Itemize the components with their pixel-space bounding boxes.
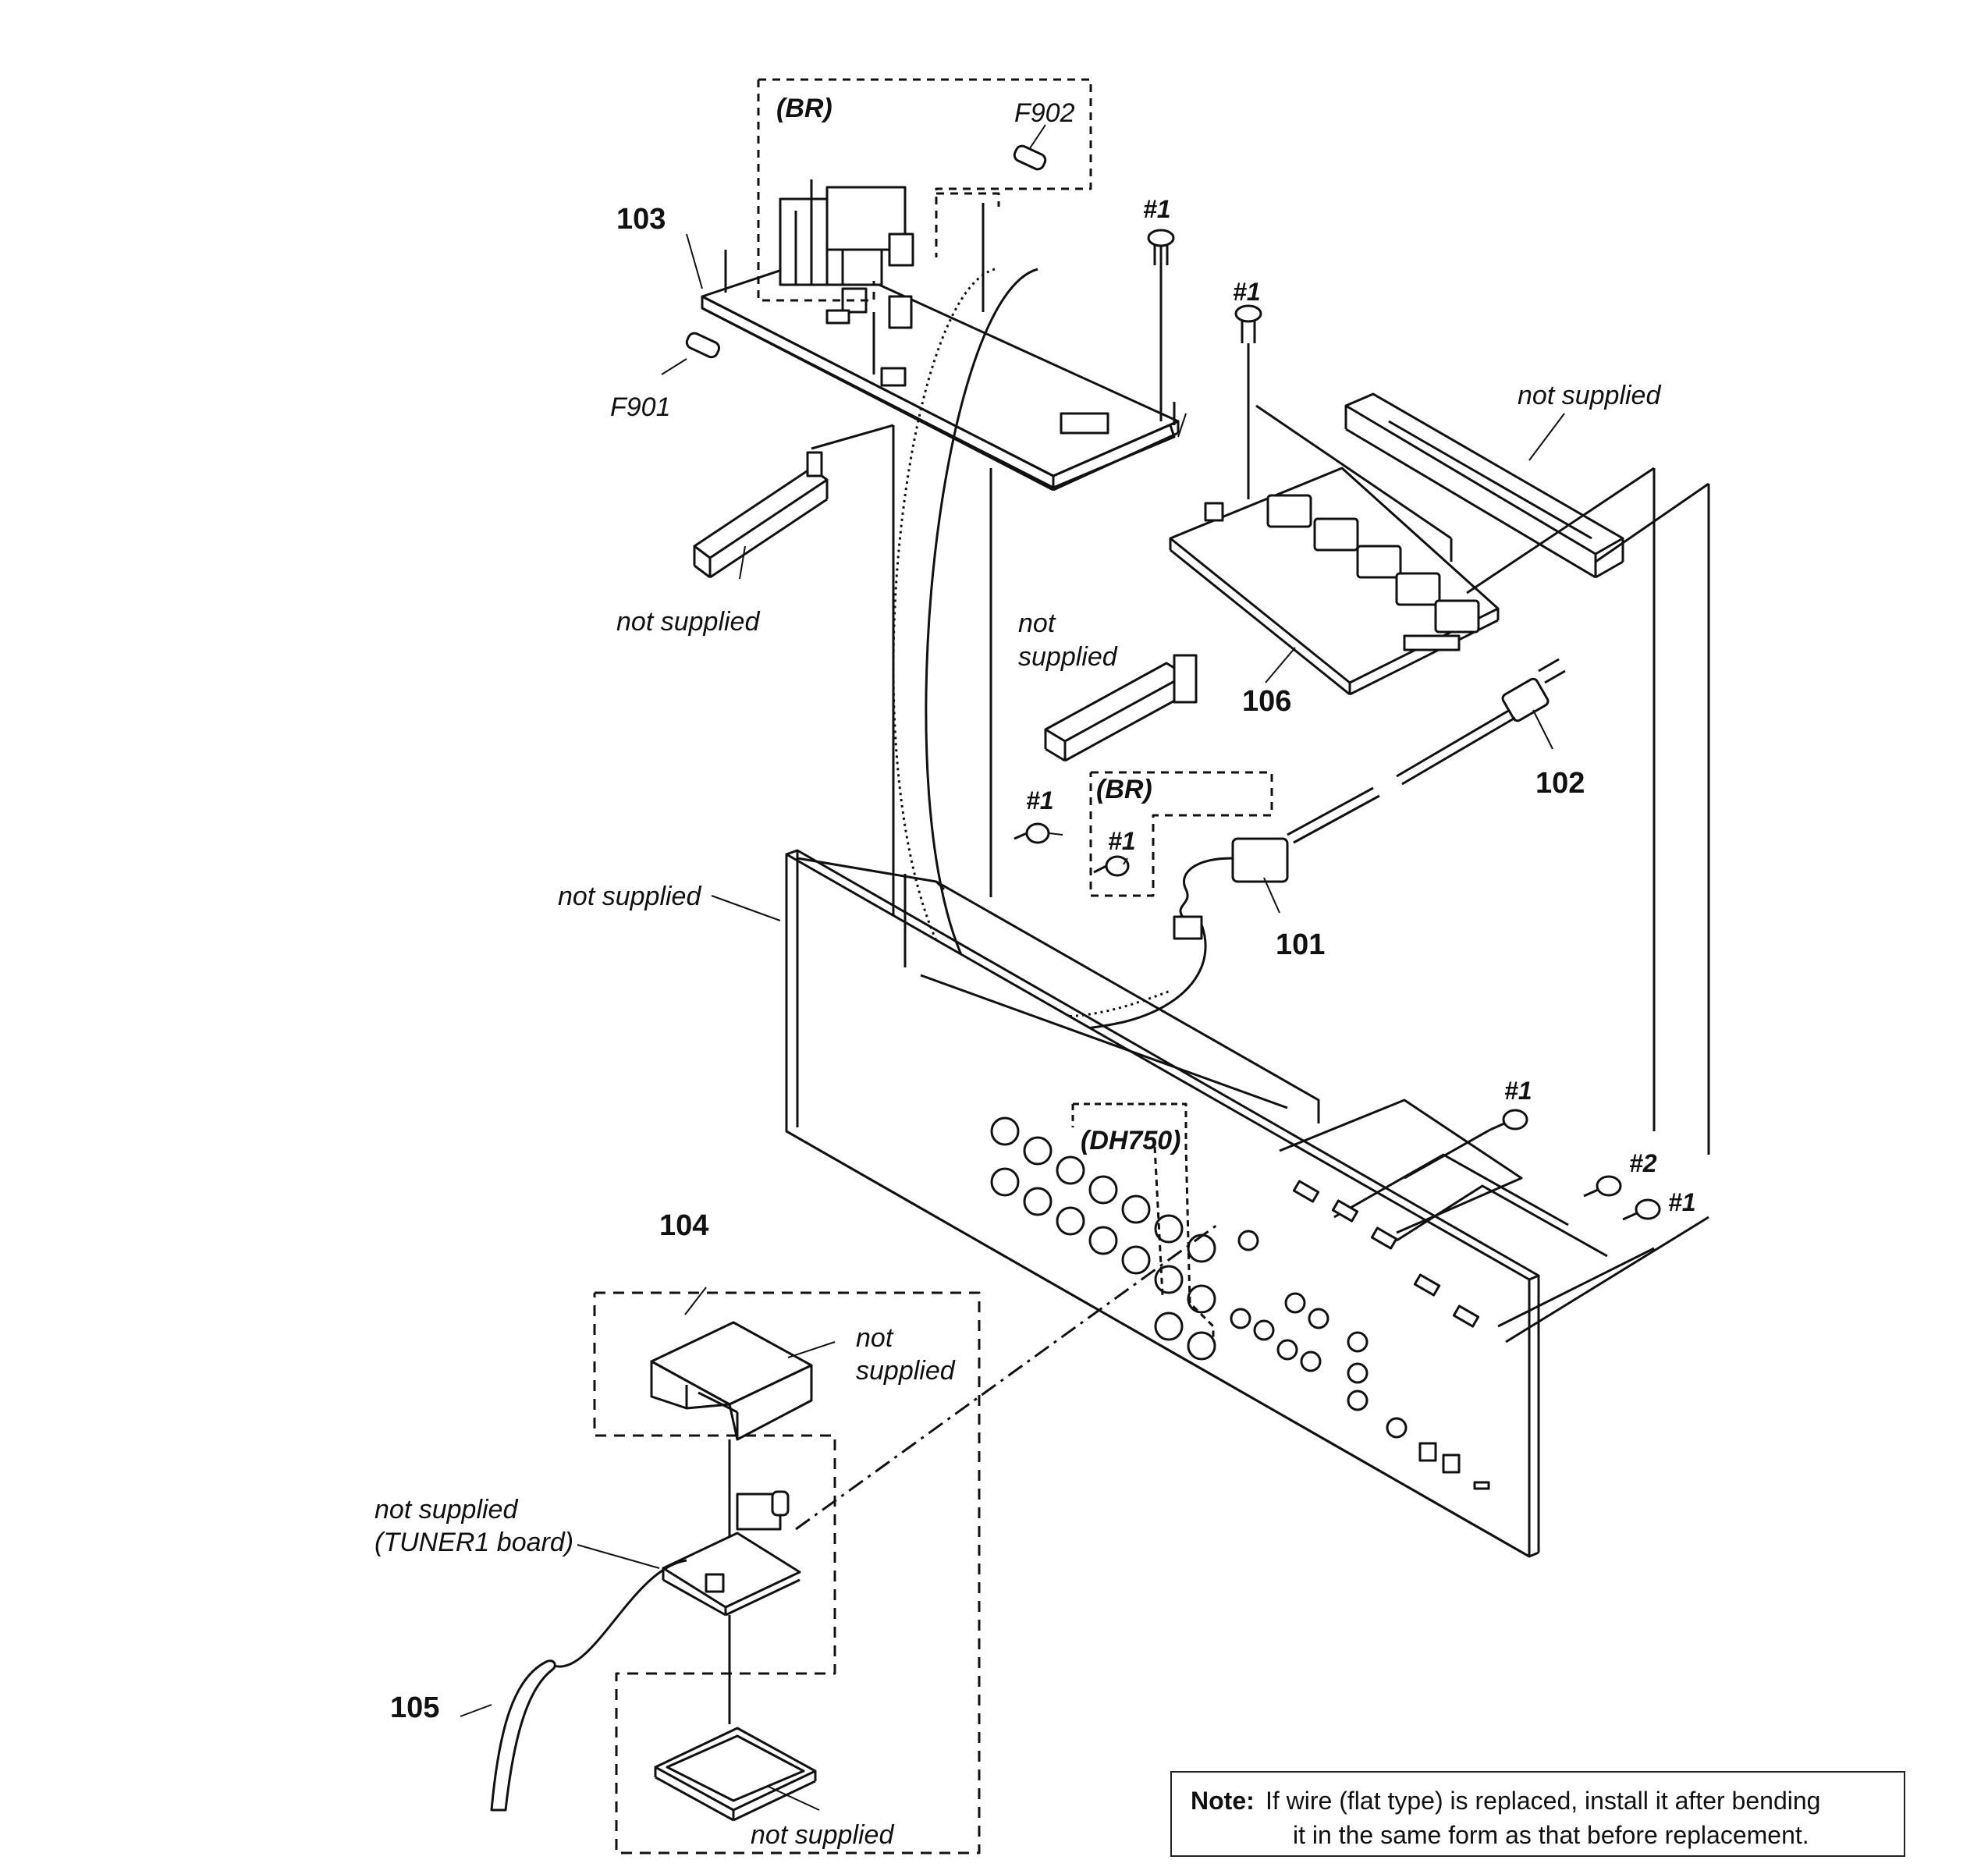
label-not-supplied-bottom: not supplied: [751, 1820, 894, 1850]
label-not-supplied-tuner-line1: not supplied: [375, 1495, 518, 1524]
label-screw-1-f: #1: [1668, 1188, 1696, 1216]
note-line-2: it in the same form as that before repla…: [1293, 1821, 1809, 1849]
label-not-supplied-cover-line2: supplied: [856, 1356, 955, 1386]
screw-1-e: [1404, 1109, 1528, 1180]
bracket-right: [1344, 392, 1710, 1155]
screw-1-d: [1093, 855, 1130, 877]
label-not-supplied-left-bracket: not supplied: [616, 607, 760, 637]
leader-lines: [460, 124, 1565, 1811]
dh750-region: [1071, 1102, 1215, 1342]
note-box: Note: If wire (flat type) is replaced, i…: [1170, 1771, 1905, 1857]
tuner-shield: [654, 1727, 817, 1822]
fuse-f902: [1013, 144, 1047, 171]
label-not-supplied-mid-line2: supplied: [1018, 642, 1117, 672]
bracket-left: [693, 424, 895, 960]
label-screw-1-a: #1: [1143, 195, 1171, 223]
label-f901: F901: [610, 392, 671, 422]
label-part-106: 106: [1242, 685, 1292, 718]
label-screw-1-b: #1: [1233, 278, 1261, 306]
label-not-supplied-cover-line1: not: [856, 1323, 893, 1353]
bracket-middle: [989, 468, 1198, 897]
flat-wire-105: [490, 1559, 687, 1812]
tuner-cover: [650, 1321, 813, 1568]
power-board-103: [701, 179, 1180, 492]
br-region-mid: [1089, 771, 1273, 897]
jack-array: [990, 1116, 1408, 1439]
tuner-board: [662, 1223, 1218, 1724]
board-106: [1169, 404, 1500, 696]
label-f902: F902: [1014, 98, 1075, 128]
label-br-mid: (BR): [1096, 775, 1152, 804]
label-part-104: 104: [659, 1209, 709, 1242]
screw-1-c: [1014, 822, 1050, 844]
note-title: Note:: [1191, 1787, 1255, 1815]
screw-2: [1583, 1175, 1622, 1198]
fuse-f901: [685, 332, 721, 359]
label-screw-1-d: #1: [1108, 827, 1136, 855]
label-part-101: 101: [1276, 928, 1326, 961]
label-part-105: 105: [390, 1691, 440, 1724]
label-screw-1-e: #1: [1504, 1077, 1532, 1105]
label-not-supplied-bracket-top: not supplied: [1518, 381, 1661, 410]
label-not-supplied-mid-line1: not: [1018, 609, 1056, 638]
label-part-102: 102: [1535, 767, 1585, 800]
label-screw-2: #2: [1629, 1149, 1657, 1177]
label-screw-1-c: #1: [1026, 786, 1054, 815]
label-not-supplied-chassis: not supplied: [558, 882, 701, 911]
chassis-rear-panel: [785, 849, 1709, 1558]
screw-1-f: [1622, 1198, 1661, 1221]
tuner-assembly-104: [593, 1291, 981, 1855]
label-not-supplied-tuner-line2: (TUNER1 board): [375, 1528, 574, 1557]
screw-1-b: [1234, 304, 1262, 499]
note-line-1: If wire (flat type) is replaced, install…: [1266, 1787, 1821, 1815]
label-dh750: (DH750): [1081, 1126, 1181, 1155]
screw-1-a: [1147, 229, 1175, 421]
power-cord-102: [935, 658, 1566, 1032]
label-br-top: (BR): [776, 94, 832, 123]
label-part-103: 103: [616, 203, 666, 236]
br-region-top: [757, 78, 1092, 302]
